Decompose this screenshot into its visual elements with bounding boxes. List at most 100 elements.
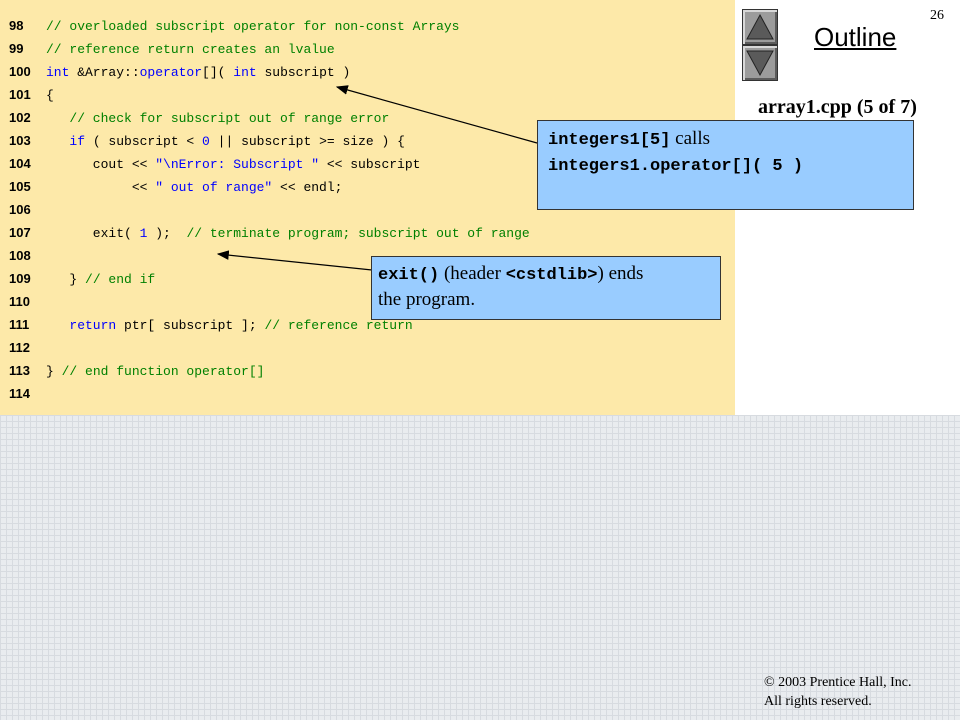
code-comment: // overloaded subscript operator for non… [46, 19, 460, 34]
code-keyword: " out of range" [155, 180, 273, 195]
code-comment: // terminate program; subscript out of r… [186, 226, 530, 241]
line-number: 104 [9, 156, 31, 171]
code-line: 114 [0, 386, 735, 406]
line-number: 111 [9, 317, 30, 332]
code-token: cout << [46, 157, 156, 172]
code-text: int &Array::operator[]( int subscript ) [46, 65, 350, 80]
callout-code-exit: exit() [378, 266, 440, 285]
callout-exit-line1: exit() (header <cstdlib>) ends [378, 263, 643, 285]
code-comment: // reference return [264, 318, 413, 333]
triangle-up-icon [746, 13, 774, 40]
code-text: // check for subscript out of range erro… [46, 111, 389, 126]
line-number: 109 [9, 271, 31, 286]
line-number: 112 [9, 340, 30, 355]
callout-operator-call: integers1[5] calls integers1.operator[](… [537, 120, 914, 210]
code-line: 108 [0, 248, 735, 268]
callout-text-ends: ) ends [597, 263, 644, 284]
code-token: || subscript >= size ) { [209, 134, 405, 149]
code-line: 113} // end function operator[] [0, 363, 735, 383]
line-number: 101 [9, 87, 31, 102]
line-number: 98 [9, 18, 24, 33]
code-keyword: int [233, 65, 257, 80]
code-keyword: int [46, 65, 70, 80]
code-token: << [46, 180, 156, 195]
code-text: // overloaded subscript operator for non… [46, 19, 459, 34]
line-number: 107 [9, 225, 31, 240]
callout-exit: exit() (header <cstdlib>) ends the progr… [371, 256, 721, 320]
code-keyword: 0 [202, 134, 210, 149]
copyright-text: © 2003 Prentice Hall, Inc. [764, 675, 912, 690]
code-token: &Array:: [69, 65, 140, 80]
line-number: 100 [9, 64, 31, 79]
callout-code-operator-call: integers1.operator[]( 5 ) [548, 157, 804, 176]
callout-operator-line2: integers1.operator[]( 5 ) [548, 154, 803, 176]
code-keyword: 1 [139, 226, 148, 241]
line-number: 110 [9, 294, 30, 309]
copyright-footer: © 2003 Prentice Hall, Inc. All rights re… [764, 673, 912, 711]
background-texture [0, 415, 960, 720]
code-token: } [46, 364, 62, 379]
callout-text-the-program: the program. [378, 289, 476, 310]
arrow-to-operator [335, 85, 538, 144]
code-comment: // end function operator[] [61, 364, 265, 379]
code-token: } [46, 272, 86, 287]
slide-number: 26 [930, 8, 944, 23]
line-number: 114 [9, 386, 30, 401]
rights-text: All rights reserved. [764, 694, 872, 709]
code-token: []( [202, 65, 234, 80]
callout-operator-line1: integers1[5] calls [548, 128, 710, 150]
code-line: 109 } // end if [0, 271, 735, 291]
code-token: ( subscript < [85, 134, 203, 149]
code-token: << subscript [319, 157, 421, 172]
line-number: 106 [9, 202, 31, 217]
previous-slide-button[interactable] [742, 9, 778, 45]
code-line: 100 int &Array::operator[]( int subscript… [0, 64, 735, 84]
code-token: ptr[ subscript ]; [116, 318, 265, 333]
code-text: } // end function operator[] [46, 364, 264, 379]
callout-text-header: (header [439, 263, 506, 284]
line-number: 113 [9, 363, 30, 378]
code-token: ); [147, 226, 187, 241]
code-line: 104 cout << "\nError: Subscript " << sub… [0, 156, 735, 176]
code-line: 99 // reference return creates an lvalue [0, 41, 735, 61]
code-text: // reference return creates an lvalue [46, 42, 335, 57]
slide-subtitle: array1.cpp (5 of 7) [758, 96, 917, 118]
code-text: exit( 1 ); // terminate program; subscri… [46, 226, 530, 241]
code-keyword: if [69, 134, 86, 149]
code-line: 111 return ptr[ subscript ]; // referenc… [0, 317, 735, 337]
code-line: 103 if ( subscript < 0 || subscript >= s… [0, 133, 735, 153]
line-number: 105 [9, 179, 31, 194]
code-token: exit( [46, 226, 140, 241]
code-token: << endl; [272, 180, 343, 195]
code-comment: // check for subscript out of range erro… [46, 111, 390, 126]
callout-code-integers1-index: integers1[5] [548, 131, 671, 150]
code-keyword: return [69, 318, 117, 333]
code-line: 105 << " out of range" << endl; [0, 179, 735, 199]
line-number: 102 [9, 110, 31, 125]
code-text: << " out of range" << endl; [46, 180, 343, 195]
code-line: 106 [0, 202, 735, 222]
code-line: 107 exit( 1 ); // terminate program; sub… [0, 225, 735, 245]
code-line: 102 // check for subscript out of range … [0, 110, 735, 130]
code-comment: // end if [85, 272, 156, 287]
arrow-to-exit [216, 250, 373, 271]
code-line: 101 { [0, 87, 735, 107]
code-text: cout << "\nError: Subscript " << subscri… [46, 157, 421, 172]
code-line: 110 [0, 294, 735, 314]
callout-code-cstdlib: <cstdlib> [505, 266, 598, 285]
next-slide-button[interactable] [742, 45, 778, 81]
callout-text-calls: calls [670, 128, 710, 149]
code-token: { [46, 88, 54, 103]
code-line: 112 [0, 340, 735, 360]
code-text: } // end if [46, 272, 155, 287]
code-comment: // reference return creates an lvalue [46, 42, 335, 57]
triangle-down-icon [746, 50, 774, 77]
outline-link[interactable]: Outline [814, 22, 897, 52]
line-number: 99 [9, 41, 24, 56]
callout-exit-line2: the program. [378, 289, 475, 311]
code-keyword: "\nError: Subscript " [155, 157, 320, 172]
code-keyword: operator [139, 65, 203, 80]
code-text: { [46, 88, 54, 103]
code-text: if ( subscript < 0 || subscript >= size … [46, 134, 405, 149]
